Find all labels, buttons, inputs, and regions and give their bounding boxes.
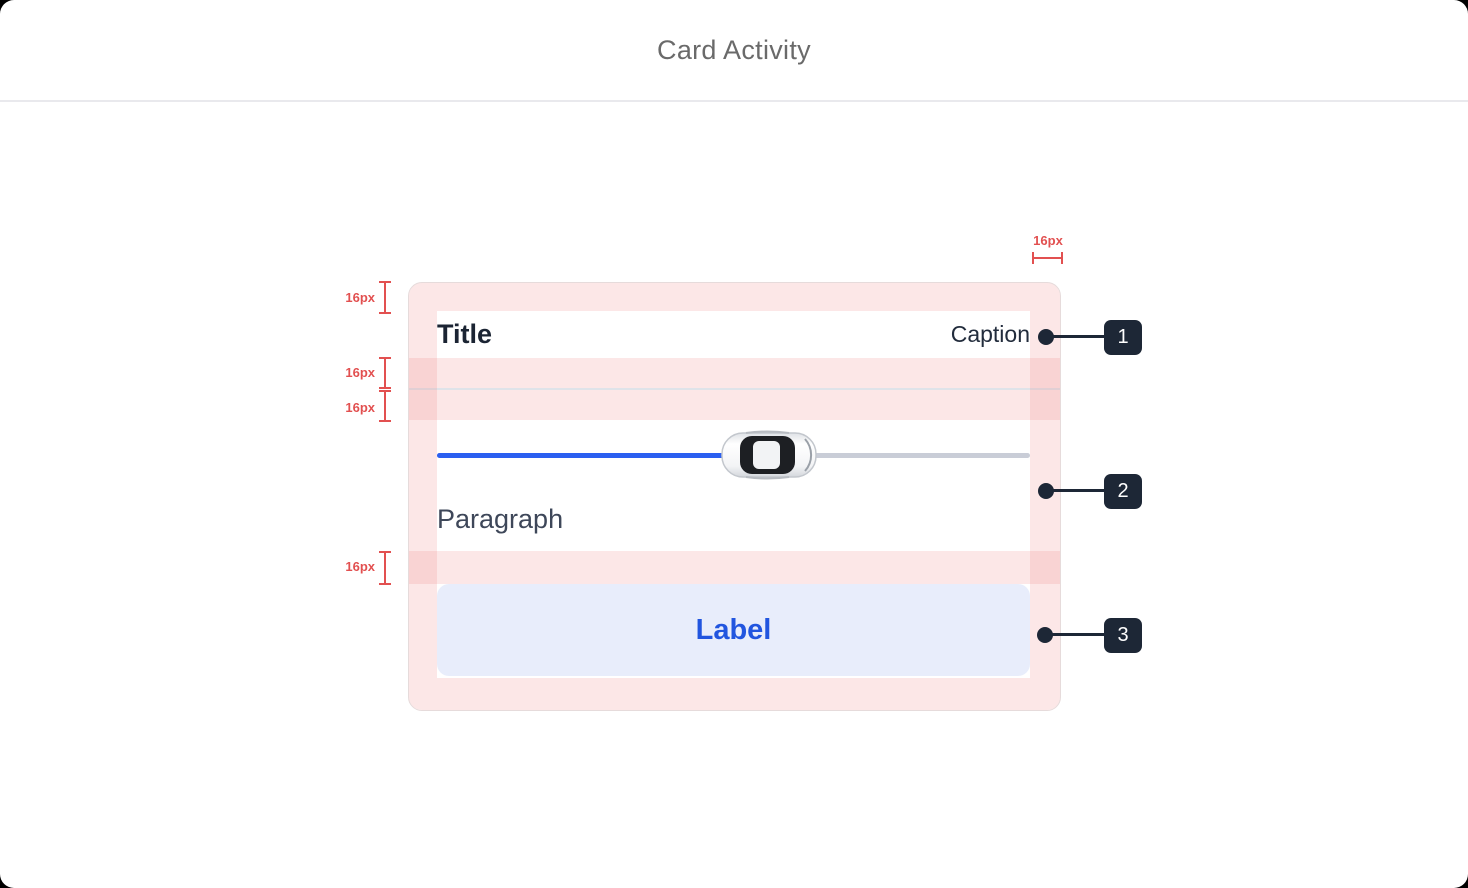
slider-thumb[interactable] [719, 429, 819, 481]
callout-1-line [1048, 335, 1105, 338]
activity-card: Title Caption [408, 282, 1061, 711]
card-divider [409, 388, 1060, 390]
callout-1-dot [1038, 329, 1054, 345]
callout-3-badge: 3 [1104, 618, 1142, 653]
callout-1-badge: 1 [1104, 320, 1142, 355]
callout-3-dot [1037, 627, 1053, 643]
page-title: Card Activity [657, 34, 811, 65]
card-body: Title Caption [409, 283, 1060, 710]
card-action-button[interactable]: Label [437, 584, 1030, 676]
callout-3-line [1047, 633, 1105, 636]
spacing-ruler-gap-above-button [379, 551, 391, 585]
spacing-annotation-top-padding: 16px [345, 290, 375, 305]
card-title-row: Title Caption [437, 311, 1030, 358]
spacing-ruler-top-padding [379, 281, 391, 314]
spacing-gap-above-divider [409, 358, 1060, 388]
spacing-ruler-right-padding [1032, 252, 1063, 264]
card-title: Title [437, 319, 493, 349]
spacing-annotation-gap-below-divider: 16px [345, 400, 375, 415]
callout-2-line [1048, 489, 1105, 492]
spacing-gap-above-button [409, 551, 1060, 584]
spacing-ruler-gap-below-divider [379, 390, 391, 422]
card-media-row: Paragraph [437, 420, 1030, 551]
spacing-gap-below-divider [409, 390, 1060, 420]
spacing-annotation-gap-above-button: 16px [345, 559, 375, 574]
card-caption: Caption [950, 321, 1030, 347]
spacing-annotation-right-padding: 16px [1033, 233, 1063, 248]
card-paragraph: Paragraph [437, 504, 564, 534]
slider-filled-track[interactable] [437, 453, 770, 458]
callout-2-badge: 2 [1104, 474, 1142, 509]
spacing-ruler-gap-above-divider [379, 357, 391, 389]
card-action-button-label: Label [695, 613, 772, 646]
spacing-annotation-gap-above-divider: 16px [345, 365, 375, 380]
page-header: Card Activity [0, 0, 1468, 102]
car-top-view-icon [721, 430, 817, 480]
callout-2-dot [1038, 483, 1054, 499]
